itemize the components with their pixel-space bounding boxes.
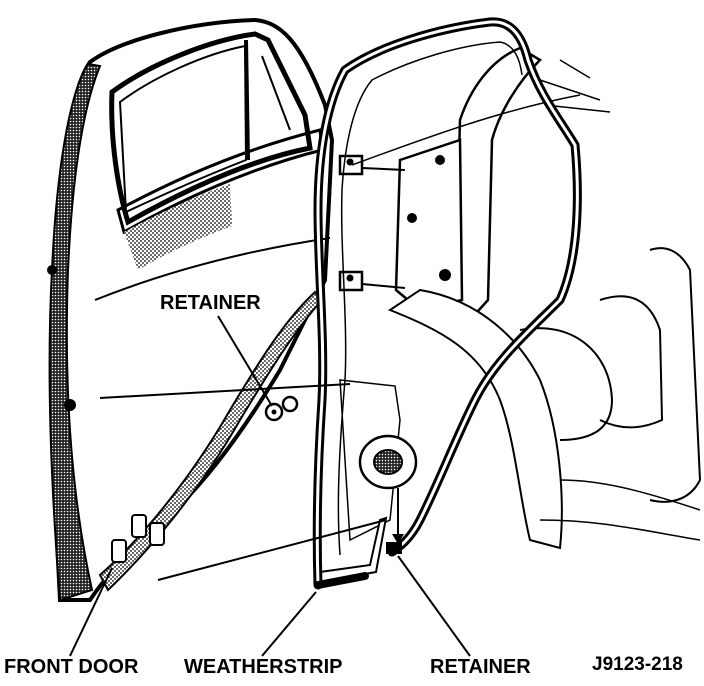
wheelhouse-arch	[519, 327, 614, 441]
seat-outline	[599, 295, 664, 429]
weatherstrip-seal-highlight	[315, 20, 579, 587]
weatherstrip-retainer-clip	[386, 542, 402, 554]
leader-retainer-top	[217, 315, 273, 407]
door-window-frame	[109, 31, 313, 226]
label-retainer-top: RETAINER	[160, 292, 261, 314]
weatherstrip	[312, 17, 582, 590]
b-pillar-inner	[394, 138, 464, 312]
leader-weatherstrip	[261, 591, 317, 657]
leader-front-door	[69, 567, 113, 657]
pillar-screw-icon	[435, 155, 445, 165]
lower-hinge	[338, 270, 406, 292]
arrowhead-icon	[392, 534, 404, 544]
pinch-weld	[337, 41, 523, 556]
front-door	[47, 17, 335, 602]
door-window-divider	[244, 39, 250, 161]
leader-lines	[69, 315, 471, 657]
door-vent-line	[261, 55, 291, 131]
door-bolt-icon	[47, 265, 57, 275]
access-plug	[358, 434, 418, 490]
sill-panel	[387, 288, 563, 550]
pillar-screw-icon	[407, 213, 417, 223]
label-weatherstrip: WEATHERSTRIP	[184, 656, 343, 678]
pillar-screw-icon	[439, 269, 451, 281]
label-front-door: FRONT DOOR	[4, 656, 139, 678]
leader-retainer-top-horizontal	[99, 383, 351, 399]
door-window-lower-shade	[124, 184, 232, 270]
b-pillar	[453, 46, 543, 322]
seat-back	[649, 247, 702, 503]
door-crease	[94, 237, 331, 301]
label-retainer-bottom: RETAINER	[430, 656, 531, 678]
retainer-fastener	[264, 395, 299, 422]
body-opening	[319, 46, 702, 584]
roof-rail-trim	[539, 59, 611, 113]
figure-id-label: J9123-218	[592, 654, 683, 675]
leader-retainer-bottom	[397, 555, 471, 657]
upper-hinge	[338, 154, 406, 176]
weatherstrip-tail	[314, 572, 369, 589]
leader-sill-line	[157, 519, 387, 581]
door-retainer-clips	[111, 514, 165, 563]
door-latch-icon	[64, 399, 76, 411]
floor-line	[559, 479, 701, 511]
floor-line	[539, 519, 701, 541]
